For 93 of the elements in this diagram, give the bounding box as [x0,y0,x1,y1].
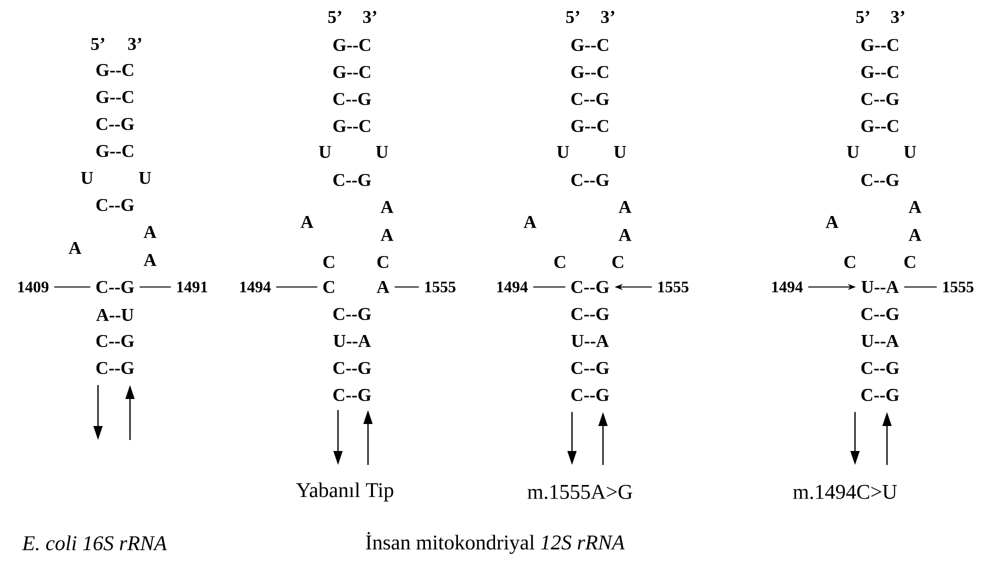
base-letter: C--G [333,362,372,374]
base-letter: C--G [861,388,900,402]
base-letter: U [846,146,860,158]
base-letter: C--G [861,362,900,374]
base-letter: A [618,201,632,213]
base-letter: G--C [571,38,608,52]
base-letter: G--C [96,64,134,76]
base-letter: U [614,146,626,158]
base-letter: G--C [861,66,898,78]
base-letter: G--C [333,66,370,78]
base-letter: 3’ [601,10,614,24]
base-letter: 5’ [91,38,104,50]
base-letter: C--G [333,174,372,186]
leader-line [904,286,938,288]
base-letter: 5’ [566,10,580,24]
base-pair: C--G [571,280,610,294]
base-letter: G--C [571,66,608,78]
position-number: 1555 [658,282,688,292]
base-letter: 3’ [891,10,904,24]
base-letter: C--G [96,334,134,348]
base-letter: U [80,172,94,184]
position-number: 1491 [177,282,208,292]
base-letter: C--G [96,118,134,130]
position-number: 1555 [425,282,456,292]
base-letter: A--U [96,308,134,322]
base-pair: C [323,280,334,294]
base-letter: A [380,229,394,241]
leader-line [139,286,172,288]
position-number: 1494 [240,282,271,292]
base-letter: A [826,216,838,228]
base-letter: C [904,256,916,268]
base-letter: U [556,146,570,158]
base-letter: G--C [861,38,898,52]
base-letter: U--A [571,334,609,348]
position-number: 1494 [772,282,803,292]
base-letter: G--C [333,38,370,52]
base-letter: U--A [861,334,899,348]
base-letter: C--G [571,92,610,106]
group-caption: İnsan mitokondriyal 12S rRNA [366,532,625,554]
base-letter: A [144,226,156,238]
base-letter: G--C [861,120,898,132]
leader-line [394,286,420,288]
base-letter: U [904,146,916,158]
base-letter: C--G [333,92,372,106]
base-letter: U [138,172,152,184]
base-letter: C--G [861,308,900,320]
base-letter: U--A [333,334,371,348]
base-letter: C [844,256,856,268]
base-letter: A [908,201,922,213]
base-letter: C [377,256,388,268]
leader-line [276,286,318,288]
base-letter: A [300,216,314,228]
leader-line [54,286,91,288]
base-letter: C--G [96,362,134,374]
base-letter: 3’ [128,38,142,50]
base-letter: C [323,256,334,268]
panel-caption: m.1555A>G [528,484,632,500]
base-letter: C [612,256,624,268]
base-letter: 3’ [363,10,376,24]
position-number: 1409 [18,282,48,292]
panel-caption: Yabanıl Tip [296,482,394,502]
base-letter: A [68,242,82,254]
base-letter: A [144,254,156,266]
base-letter: 5’ [856,10,870,24]
base-pair: A [376,281,390,293]
position-number: 1494 [497,282,528,292]
base-letter: C--G [333,388,372,402]
base-letter: G--C [96,144,134,158]
base-letter: A [524,216,536,228]
base-letter: C--G [571,362,610,374]
leader-line [532,286,566,288]
base-letter: A [618,229,632,241]
base-letter: U [318,146,332,158]
base-letter: C--G [571,388,610,402]
base-letter: U [376,146,388,158]
base-letter: C--G [571,174,610,186]
base-letter: C--G [96,198,134,212]
base-pair: U--A [861,280,899,294]
base-letter: G--C [571,120,608,132]
base-letter: C--G [571,308,610,320]
base-letter: 5’ [328,10,342,24]
base-letter: G--C [333,120,370,132]
base-pair: C--G [96,280,134,294]
base-letter: C--G [861,92,900,106]
panel-caption: m.1494C>U [793,484,897,500]
base-letter: G--C [96,90,134,104]
base-letter: A [380,201,394,213]
base-letter: A [908,229,922,241]
base-letter: C [554,256,566,268]
group-caption: E. coli 16S rRNA [22,536,167,550]
position-number: 1555 [943,282,974,292]
base-letter: C--G [333,308,372,320]
base-letter: C--G [861,174,900,186]
